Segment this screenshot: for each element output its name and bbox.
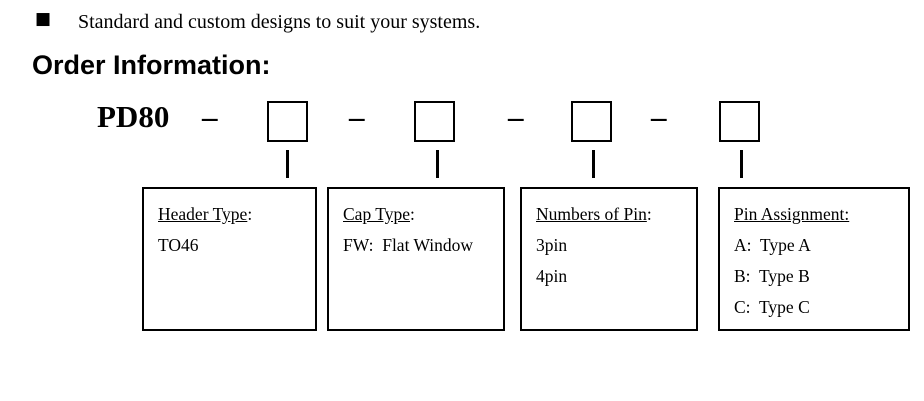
separator-dash-2: – bbox=[349, 99, 365, 134]
connector-line-3 bbox=[592, 150, 595, 178]
separator-dash-1: – bbox=[202, 99, 218, 134]
field-label: Header Type bbox=[158, 204, 248, 224]
field-option: C: Type C bbox=[734, 297, 810, 317]
field-option: FW: Flat Window bbox=[343, 235, 474, 255]
code-slot-box-header-type bbox=[267, 101, 308, 142]
square-bullet-icon: ■ bbox=[35, 9, 52, 29]
separator-dash-4: – bbox=[651, 99, 667, 134]
field-title: Header Type: bbox=[158, 199, 313, 230]
field-title: Cap Type: bbox=[343, 199, 501, 230]
field-label: Numbers of Pin bbox=[536, 204, 647, 224]
field-option: B: Type B bbox=[734, 266, 810, 286]
field-option: A: Type A bbox=[734, 235, 811, 255]
field-option: 4pin bbox=[536, 266, 568, 286]
separator-dash-3: – bbox=[508, 99, 524, 134]
field-title: Numbers of Pin: bbox=[536, 199, 694, 230]
field-title: Pin Assignment: bbox=[734, 199, 906, 230]
field-option: TO46 bbox=[158, 235, 199, 255]
field-option: 3pin bbox=[536, 235, 568, 255]
field-box-cap-type: Cap Type: FW: Flat Window bbox=[327, 187, 505, 331]
field-box-pin-assignment: Pin Assignment: A: Type A B: Type B C: T… bbox=[718, 187, 910, 331]
code-slot-box-pin-assignment bbox=[719, 101, 760, 142]
connector-line-1 bbox=[286, 150, 289, 178]
field-box-numbers-of-pin: Numbers of Pin: 3pin 4pin bbox=[520, 187, 698, 331]
field-label: Pin Assignment: bbox=[734, 204, 850, 224]
code-slot-box-numbers-of-pin bbox=[571, 101, 612, 142]
field-label: Cap Type bbox=[343, 204, 410, 224]
field-label-colon: : bbox=[409, 204, 415, 224]
page-title: Order Information: bbox=[32, 50, 271, 80]
code-slot-box-cap-type bbox=[414, 101, 455, 142]
connector-line-4 bbox=[740, 150, 743, 178]
connector-line-2 bbox=[436, 150, 439, 178]
field-box-header-type: Header Type: TO46 bbox=[142, 187, 317, 331]
feature-bullet-text: Standard and custom designs to suit your… bbox=[78, 11, 481, 33]
field-label-colon: : bbox=[646, 204, 652, 224]
field-label-colon: : bbox=[247, 204, 253, 224]
part-number-prefix: PD80 bbox=[97, 99, 170, 134]
